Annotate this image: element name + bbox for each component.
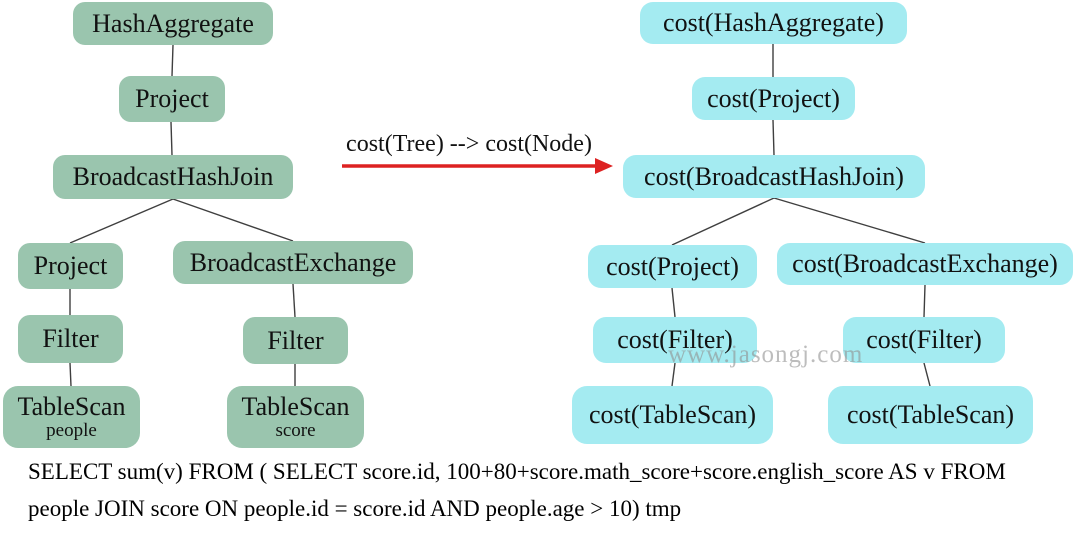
node-cost-project-child: cost(Project)	[588, 245, 757, 288]
edge	[292, 283, 296, 318]
edge	[69, 198, 174, 244]
sql-query-line2: people JOIN score ON people.id = score.i…	[28, 496, 682, 521]
transform-arrow	[342, 158, 613, 174]
edge	[69, 362, 72, 387]
edge	[172, 198, 294, 242]
sql-query-line1: SELECT sum(v) FROM ( SELECT score.id, 10…	[28, 459, 1006, 484]
edge	[923, 284, 926, 318]
node-broadcast-exchange: BroadcastExchange	[173, 241, 413, 284]
node-cost-table-scan-right: cost(TableScan)	[828, 386, 1033, 444]
node-filter-right: Filter	[243, 317, 348, 364]
edge	[923, 362, 931, 387]
edge	[773, 197, 926, 244]
edge	[170, 121, 173, 156]
node-hash-aggregate: HashAggregate	[73, 2, 273, 45]
node-table-scan-people: TableScan people	[3, 386, 140, 448]
node-cost-table-scan-left: cost(TableScan)	[572, 386, 773, 444]
node-project-top: Project	[119, 76, 225, 122]
node-broadcast-hash-join: BroadcastHashJoin	[53, 155, 293, 199]
node-filter-left: Filter	[18, 315, 123, 363]
transform-label: cost(Tree) --> cost(Node)	[346, 131, 592, 157]
node-cost-hash-aggregate: cost(HashAggregate)	[640, 2, 907, 44]
table-scan-label: TableScan	[241, 392, 350, 422]
edge	[772, 119, 775, 156]
node-cost-filter-right: cost(Filter)	[843, 317, 1005, 363]
table-name-label: score	[275, 419, 316, 441]
table-scan-label: TableScan	[17, 392, 126, 422]
edge	[171, 44, 174, 77]
node-cost-project-top: cost(Project)	[692, 77, 855, 120]
node-cost-broadcast-exchange: cost(BroadcastExchange)	[777, 243, 1073, 285]
table-name-label: people	[46, 419, 97, 441]
watermark: www.jasongj.com	[668, 341, 864, 368]
edge	[671, 197, 775, 246]
node-cost-broadcast-hash-join: cost(BroadcastHashJoin)	[623, 155, 925, 198]
node-table-scan-score: TableScan score	[227, 386, 364, 448]
edge	[671, 287, 676, 318]
node-cost-filter-left: cost(Filter)	[593, 317, 757, 363]
node-project-child: Project	[18, 243, 123, 289]
